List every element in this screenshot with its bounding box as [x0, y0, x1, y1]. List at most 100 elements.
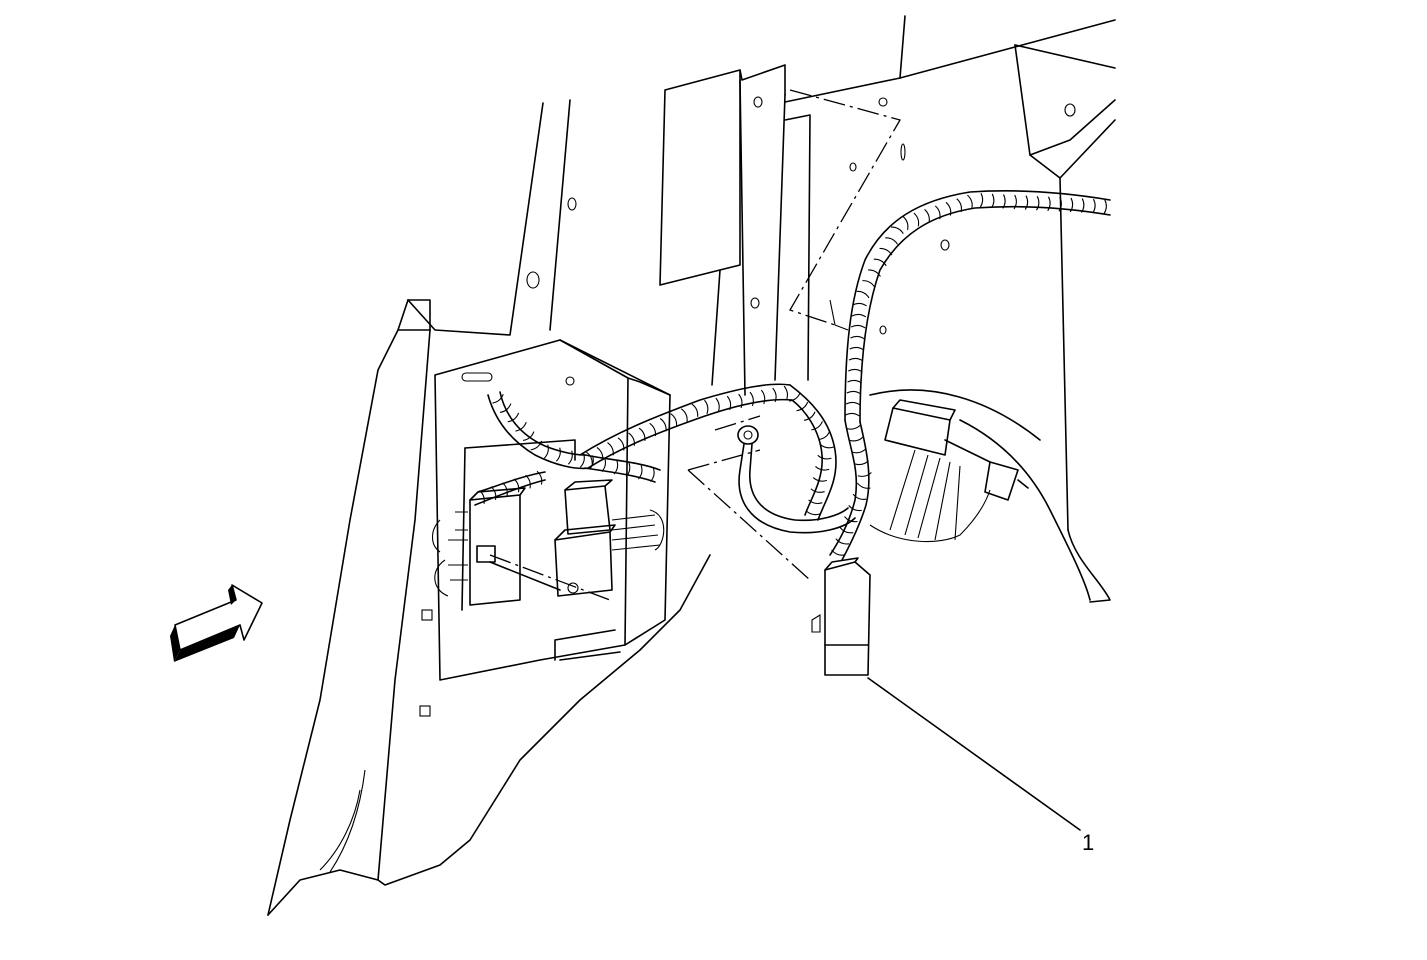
harness-wrap-segment — [849, 346, 865, 351]
harness-wrap-segment — [839, 527, 854, 534]
harness-wrap-segment — [913, 212, 920, 227]
harness-wrap-segment — [815, 466, 830, 471]
module-icon[interactable] — [811, 557, 871, 676]
harness-wrap-segment — [856, 482, 871, 489]
harness-wrap-segment — [924, 209, 930, 223]
harness-wrap-segment — [1036, 195, 1040, 211]
harness-wrap-segment — [796, 401, 809, 412]
harness-wrap-segment — [726, 395, 732, 411]
harness-wrap-segment — [625, 462, 631, 477]
harness-wrap-segment — [567, 450, 573, 465]
harness-wrap-segment — [979, 193, 984, 208]
callout-label-1: 1 — [1082, 830, 1094, 855]
harness-wrap-segment — [507, 412, 520, 423]
harness-wrap-segment — [1092, 198, 1096, 214]
harness-wrap-segment — [945, 201, 952, 216]
harness-wrap-segment — [760, 389, 766, 405]
harness-wrap-segment — [845, 401, 861, 406]
harness-wrap-segment — [808, 499, 823, 505]
harness-wrap-segment — [492, 394, 504, 404]
harness-wrap-segment — [848, 368, 863, 373]
harness-wrap-segment — [852, 302, 867, 307]
harness-wrap-segment — [850, 324, 866, 329]
harness-wrap-segment — [967, 194, 973, 209]
harness-wrap-segment — [749, 391, 754, 407]
harness-wrap-segment — [846, 390, 862, 395]
harness-wrap-segment — [691, 403, 699, 417]
harness-wrap-segment — [847, 379, 862, 384]
harness-wrap-segment — [803, 411, 816, 421]
harness-wrap-segment — [1024, 195, 1029, 210]
harness-wrap-segment — [831, 549, 845, 556]
harness-wrap-segment — [1058, 197, 1062, 212]
harness-wrap-segment — [852, 448, 867, 454]
harness-wrap-segment — [810, 488, 825, 493]
harness-wrap-segment — [1103, 199, 1107, 214]
harness-wrap-segment — [704, 399, 709, 415]
harness-wrap-segment — [515, 422, 527, 432]
harness-wrap-segment — [596, 446, 604, 461]
harness-wrap-segment — [522, 431, 535, 441]
harness-wrap-segment — [789, 392, 801, 402]
harness-wrap-segment — [670, 413, 678, 427]
harness-wrap-segment — [818, 430, 831, 441]
harness-wrap-segment — [850, 335, 865, 340]
harness-wrap-segment — [772, 387, 777, 403]
harness-wrap-segment — [857, 472, 872, 477]
ground-eyelet-icon — [737, 425, 856, 534]
harness-wrap-segment — [956, 198, 963, 213]
harness-wrap-segment — [852, 493, 867, 500]
harness-wrap-segment — [851, 313, 867, 318]
harness-wrap-segment — [579, 453, 585, 468]
harness-wrap-segment — [845, 412, 860, 417]
harness-wrap-segment — [849, 436, 864, 442]
callout-1: 1 — [867, 677, 1094, 855]
harness-wrap-segment — [638, 427, 646, 441]
body-structure — [784, 15, 1116, 603]
harness-wrap-segment — [835, 538, 850, 545]
harness-wrap-segment — [680, 408, 688, 422]
center-support — [659, 64, 811, 396]
harness-wrap-segment — [513, 478, 520, 493]
harness-wrap-segment — [848, 357, 864, 362]
harness-wrap-segment — [617, 437, 625, 451]
harness-wrap-segment — [628, 432, 635, 446]
harness-wrap-segment — [1069, 197, 1074, 213]
harness-wrap-segment — [499, 403, 512, 413]
harness-wrap-segment — [613, 460, 619, 475]
harness-wrap-segment — [848, 504, 862, 512]
harness-wrap-segment — [607, 442, 614, 456]
harness-wrap-segment — [536, 470, 543, 485]
harness-wrap-segment — [854, 460, 869, 466]
harness-wrap-segment — [812, 477, 828, 482]
harness-wrap-segment — [555, 447, 561, 462]
harness-wrap-segment — [890, 226, 904, 234]
harness-wrap-segment — [1081, 198, 1085, 213]
harness-wrap-segment — [738, 393, 743, 409]
harness-wrap-segment — [601, 457, 606, 472]
harness-wrap-segment — [479, 490, 485, 504]
harness-wrap-segment — [715, 397, 720, 413]
connector-blocks — [431, 479, 665, 606]
right-connectors — [869, 389, 1091, 601]
harness-wrap-segment — [649, 422, 657, 437]
harness-wrap-segment — [868, 269, 881, 277]
harness-wrap-segment — [885, 237, 899, 245]
harness-wrap-segment — [902, 216, 909, 230]
harness-wrap-segment — [991, 193, 995, 209]
harness-wrap-segment — [530, 440, 543, 451]
view-direction-arrow-icon — [170, 584, 263, 662]
harness-wrap-segment — [525, 474, 531, 489]
harness-wrap-segment — [873, 258, 887, 267]
harness-wrap-segment — [805, 510, 821, 516]
harness-wrap-segment — [589, 455, 594, 470]
leader-lines — [489, 89, 901, 601]
harness-wrap-segment — [856, 290, 870, 299]
harness-wrap-segment — [1047, 196, 1051, 212]
harness-wrap-segment — [934, 205, 941, 220]
harness-wrap-segment — [637, 465, 643, 480]
harness-wrap-segment — [650, 467, 655, 482]
harness-wrap-segment — [1002, 194, 1006, 209]
